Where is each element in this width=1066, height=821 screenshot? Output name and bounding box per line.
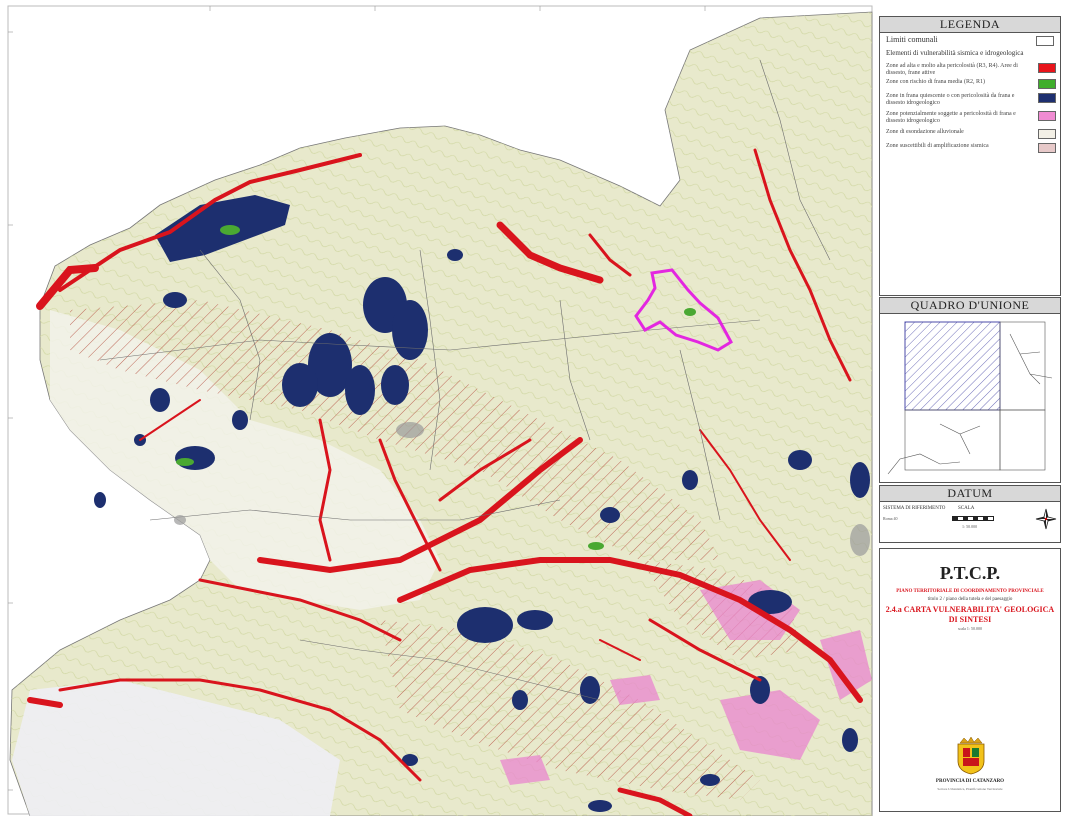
urban-center (174, 422, 870, 556)
datum-title: DATUM (880, 486, 1060, 502)
quadro-title: QUADRO D'UNIONE (880, 298, 1060, 314)
blue-zones (94, 195, 870, 812)
carta-title: 2.4.a CARTA VULNERABILITA' GEOLOGICA (885, 605, 1055, 614)
legend-item: Zone suscettibili di amplificazione sism… (886, 143, 1056, 153)
legend-limiti-label: Limiti comunali (886, 35, 938, 44)
legend-item: Zone potenzialmente soggette a pericolos… (886, 111, 1056, 125)
map-area[interactable] (0, 0, 873, 819)
ptcp-line2: titolo 2 / piano della tutela e del paes… (927, 597, 1013, 602)
legend-item: Zone di esondazione alluvionale (886, 129, 1056, 139)
legend-item-label: Zone suscettibili di amplificazione sism… (886, 143, 989, 149)
carta-title-2: DI SINTESI (948, 615, 992, 624)
boundaries (99, 59, 831, 701)
blue-swatch (1038, 93, 1056, 103)
legend-item-label: Zone di esondazione alluvionale (886, 129, 964, 135)
ptcp-subtitle: PIANO TERRITORIALE DI COORDINAMENTO PROV… (896, 589, 1044, 594)
legend-item-label: Zone con rischio di frana media (R2, R1) (886, 79, 985, 85)
red-swatch (1038, 63, 1056, 73)
province-name: PROVINCIA DI CATANZARO (935, 779, 1005, 784)
datum-panel: DATUM SISTEMA DI RIFERIMENTO Roma 40 SCA… (879, 485, 1061, 543)
province-coat-of-arms-icon (957, 737, 985, 775)
north-arrow-icon (1035, 508, 1057, 530)
map-svg[interactable] (0, 0, 873, 819)
highlighted-commune-boundary (634, 268, 733, 352)
quadro-panel: QUADRO D'UNIONE (879, 297, 1061, 483)
grid-ticks (8, 6, 706, 791)
legend-item-label: Zone potenzialmente soggette a pericolos… (886, 111, 1016, 124)
ptcp-title: P.T.C.P. (939, 563, 1001, 583)
legend-panel: LEGENDA Limiti comunali Elementi di vuln… (879, 16, 1061, 296)
green-swatch (1038, 79, 1056, 89)
quadro-selected-sheet (904, 321, 1001, 411)
scala-label: SCALA (958, 506, 975, 511)
quadro-map (887, 321, 1053, 475)
legend-item-label: Zone ad alta e molto alta pericolosità (… (886, 63, 1018, 76)
title-block: P.T.C.P. PIANO TERRITORIALE DI COORDINAM… (879, 548, 1061, 812)
limiti-swatch (1036, 36, 1054, 46)
legend-heading: Elementi di vulnerabilità sismica e idro… (886, 49, 1024, 57)
legend-title: LEGENDA (880, 17, 1060, 33)
side-panel: LEGENDA Limiti comunali Elementi di vuln… (875, 0, 1066, 816)
scale-bar (952, 516, 994, 521)
white-swatch (1038, 129, 1056, 139)
coastal-plain (50, 310, 440, 610)
sistema-value: Roma 40 (883, 516, 898, 521)
southern-plain (12, 680, 340, 816)
green-zones (176, 225, 696, 550)
carta-scale: scala 1: 50.000 (957, 626, 983, 631)
legend-item: Zone con rischio di frana media (R2, R1) (886, 79, 1056, 89)
hatch-swatch (1038, 143, 1056, 153)
province-sub: Settore Urbanistica, Pianificazione Terr… (937, 787, 1003, 791)
pink-swatch (1038, 111, 1056, 121)
legend-item: Zone ad alta e molto alta pericolosità (… (886, 63, 1056, 77)
sistema-label: SISTEMA DI RIFERIMENTO (883, 506, 946, 511)
legend-item-label: Zone in frana quiescente o con pericolos… (886, 93, 1015, 106)
legend-item: Zone in frana quiescente o con pericolos… (886, 93, 1056, 107)
red-rivers (27, 148, 863, 819)
scala-value: 1: 50.000 (962, 524, 978, 529)
